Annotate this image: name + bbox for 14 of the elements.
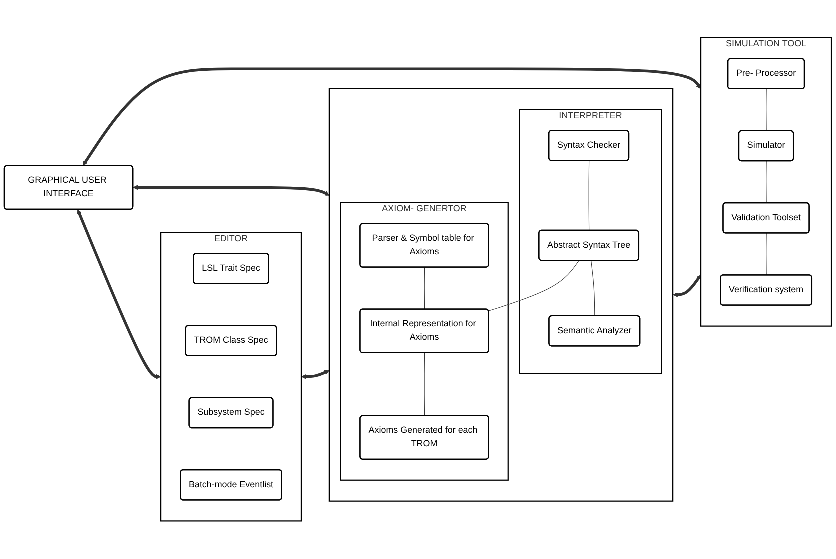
connector xyxy=(588,160,590,231)
arrow xyxy=(673,274,702,298)
cluster xyxy=(328,88,674,502)
connector xyxy=(766,233,767,276)
connector xyxy=(766,161,767,204)
connector xyxy=(424,352,426,416)
arrow xyxy=(77,209,162,380)
arrow xyxy=(133,185,330,196)
arrow xyxy=(83,68,702,166)
arrow xyxy=(302,370,330,380)
connector xyxy=(591,260,596,317)
connector xyxy=(424,267,426,310)
connector xyxy=(488,260,580,312)
connector xyxy=(766,88,767,132)
